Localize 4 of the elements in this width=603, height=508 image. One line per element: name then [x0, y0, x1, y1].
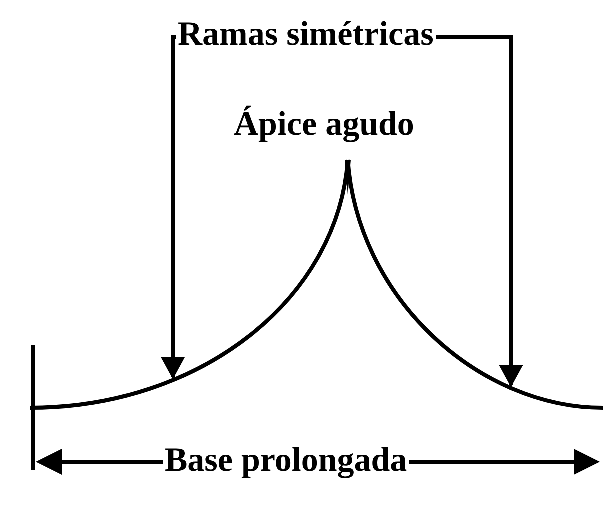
apex-label: Ápice agudo [232, 108, 416, 142]
dimension-label: Base prolongada [163, 444, 410, 478]
leader-arrow [161, 35, 186, 380]
leader-arrow [436, 35, 524, 388]
